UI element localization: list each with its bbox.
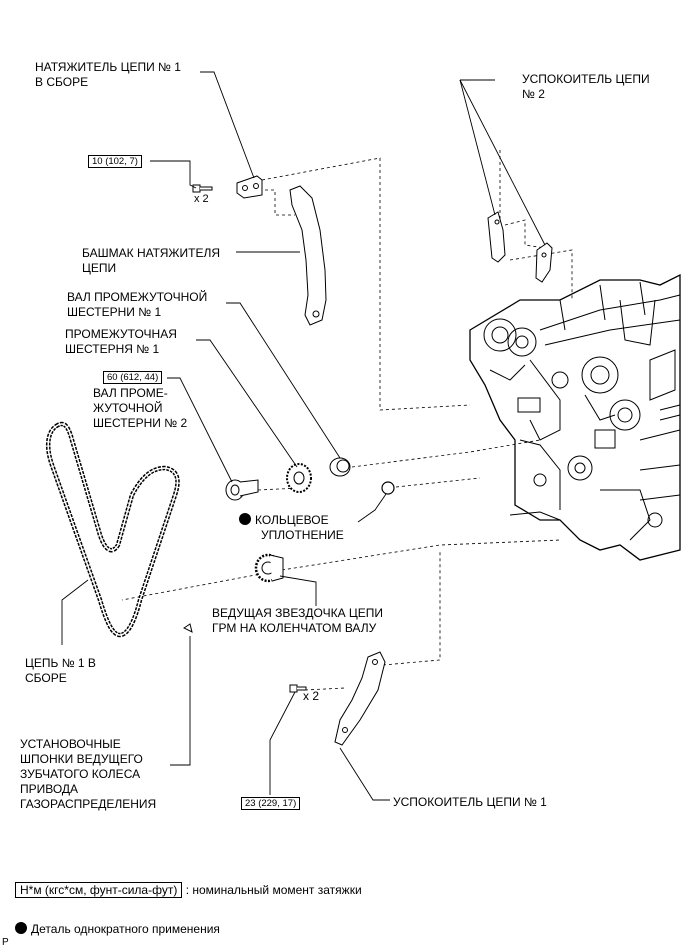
idler-shaft-1-label: ВАЛ ПРОМЕЖУТОЧНОЙ ШЕСТЕРНИ № 1	[67, 290, 207, 320]
damper-2-label-line2: № 2	[522, 87, 545, 101]
torque-spec-1: 10 (102, 7)	[88, 155, 142, 168]
leader-lines	[61, 71, 546, 801]
tensioner-slipper-part	[289, 185, 327, 326]
idler-gear-1-label: ПРОМЕЖУТОЧНАЯ ШЕСТЕРНЯ № 1	[65, 327, 177, 357]
crank-sprocket-label-line1: ВЕДУЩАЯ ЗВЕЗДОЧКА ЦЕПИ	[212, 606, 384, 620]
damper-2-label-line1: УСПОКОИТЕЛЬ ЦЕПИ	[522, 72, 650, 86]
corner-mark: P	[2, 937, 9, 948]
crank-sprocket-label: ВЕДУЩАЯ ЗВЕЗДОЧКА ЦЕПИ ГРМ НА КОЛЕНЧАТОМ…	[212, 606, 383, 636]
chain-damper-2-part	[487, 211, 553, 283]
chain-label: ЦЕПЬ № 1 В СБОРЕ	[25, 656, 96, 686]
single-use-marker-icon	[239, 513, 251, 525]
crank-sprocket-part	[254, 553, 284, 583]
o-ring-label-line2: УПЛОТНЕНИЕ	[261, 528, 344, 542]
timing-chain-part	[45, 421, 180, 638]
single-use-legend-icon	[15, 922, 27, 934]
legend-torque-unit: Н*м (кгс*см, фунт-сила-фут)	[15, 882, 183, 898]
chain-tensioner-part	[236, 175, 263, 199]
legend-single-use-text: Деталь однократного применения	[31, 922, 220, 936]
torque-spec-2: 60 (612, 44)	[103, 371, 163, 384]
idler-shaft-1-label-line1: ВАЛ ПРОМЕЖУТОЧНОЙ	[67, 290, 208, 304]
idler-shaft-2-label: ВАЛ ПРОМЕ- ЖУТОЧНОЙ ШЕСТЕРНИ № 2	[93, 386, 187, 431]
timing-keys-label-line3: ЗУБЧАТОГО КОЛЕСА	[20, 767, 141, 781]
chain-label-line1: ЦЕПЬ № 1 В	[25, 656, 96, 670]
timing-keys-label: УСТАНОВОЧНЫЕ ШПОНКИ ВЕДУЩЕГО ЗУБЧАТОГО К…	[20, 737, 156, 812]
timing-keys-label-line1: УСТАНОВОЧНЫЕ	[20, 737, 121, 751]
idler-gear-1-label-line1: ПРОМЕЖУТОЧНАЯ	[65, 327, 177, 341]
legend-torque: Н*м (кгс*см, фунт-сила-фут) : номинальны…	[15, 882, 362, 898]
idler-shaft-2-label-line3: ШЕСТЕРНИ № 2	[93, 416, 188, 430]
idler-shaft-2-part	[225, 479, 259, 501]
chain-label-line2: СБОРЕ	[25, 671, 67, 685]
idler-shaft-2-label-line2: ЖУТОЧНОЙ	[93, 401, 163, 415]
torque-spec-3: 23 (229, 17)	[241, 797, 301, 810]
quantity-2: x 2	[303, 689, 320, 703]
legend-torque-desc: : номинальный момент затяжки	[185, 883, 362, 897]
o-ring-label: КОЛЬЦЕВОЕ УПЛОТНЕНИЕ	[239, 513, 344, 543]
legend-single-use: Деталь однократного применения	[15, 922, 220, 937]
tensioner-bolt	[192, 184, 213, 193]
idler-shaft-1-part	[329, 457, 351, 477]
damper-2-label: УСПОКОИТЕЛЬ ЦЕПИ № 2	[522, 72, 650, 102]
idler-shaft-1-label-line2: ШЕСТЕРНИ № 1	[67, 305, 162, 319]
slipper-label-line1: БАШМАК НАТЯЖИТЕЛЯ	[82, 246, 220, 260]
tensioner-label-line1: НАТЯЖИТЕЛЬ ЦЕПИ № 1	[35, 60, 181, 74]
tensioner-label-line2: В СБОРЕ	[35, 75, 89, 89]
timing-keys-label-line5: ГАЗОРАСПРЕДЕЛЕНИЯ	[20, 797, 157, 811]
slipper-label: БАШМАК НАТЯЖИТЕЛЯ ЦЕПИ	[82, 246, 220, 276]
damper-1-label: УСПОКОИТЕЛЬ ЦЕПИ № 1	[393, 795, 547, 809]
o-ring-part	[381, 481, 395, 495]
quantity-1: x 2	[194, 193, 209, 205]
timing-keys-label-line4: ПРИВОДА	[20, 782, 79, 796]
alignment-lines	[121, 150, 573, 691]
tensioner-label: НАТЯЖИТЕЛЬ ЦЕПИ № 1 В СБОРЕ	[35, 60, 181, 90]
o-ring-label-line1: КОЛЬЦЕВОЕ	[255, 513, 329, 527]
engine-block	[469, 273, 681, 561]
idler-gear-1-part	[286, 463, 312, 493]
idler-shaft-2-label-line1: ВАЛ ПРОМЕ-	[93, 386, 168, 400]
damper-1-bolt	[289, 684, 307, 693]
timing-keys-label-line2: ШПОНКИ ВЕДУЩЕГО	[20, 752, 143, 766]
timing-key-part	[183, 623, 193, 633]
chain-damper-1-part	[334, 651, 386, 746]
idler-gear-1-label-line2: ШЕСТЕРНЯ № 1	[65, 342, 160, 356]
crank-sprocket-label-line2: ГРМ НА КОЛЕНЧАТОМ ВАЛУ	[212, 621, 377, 635]
slipper-label-line2: ЦЕПИ	[82, 261, 117, 275]
